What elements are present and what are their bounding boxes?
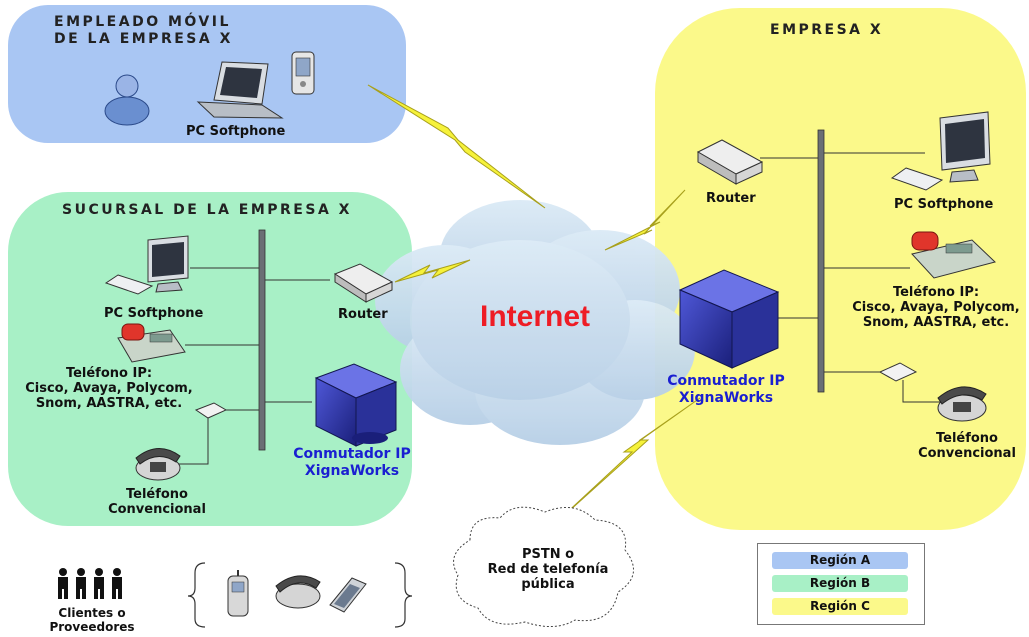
branch-conventional-phone-label-line2: Convencional xyxy=(108,502,206,517)
company-switch-label-line2: XignaWorks xyxy=(678,390,774,406)
branch-conventional-phone-icon xyxy=(135,448,181,481)
branch-conventional-phone-label: Teléfono Convencional xyxy=(102,487,212,517)
company-pc-icon xyxy=(890,111,991,191)
branch-switch-label-line2: XignaWorks xyxy=(304,463,400,479)
branch-adapter-icon xyxy=(194,402,228,419)
branch-ip-phone-icon xyxy=(117,323,186,363)
company-router-icon xyxy=(696,139,764,185)
lightning-bolt-mobile xyxy=(367,84,546,209)
branch-switch-label-line1: Conmutador IP xyxy=(293,446,411,462)
pstn-cloud xyxy=(453,506,634,627)
clients-people-icon xyxy=(58,568,122,599)
company-adapter-icon xyxy=(878,362,918,382)
branch-pc-label: PC Softphone xyxy=(104,306,204,321)
legend-region-a: Región A xyxy=(772,552,908,569)
lightning-bolt-branch-router xyxy=(394,259,471,283)
company-ip-phone-label-line1: Teléfono IP: xyxy=(892,285,980,300)
pda-icon xyxy=(291,51,315,95)
company-conventional-phone-label-line1: Teléfono xyxy=(935,431,998,446)
flip-phone-icon xyxy=(329,577,367,613)
legend-region-b: Región B xyxy=(772,575,908,592)
region-b-background xyxy=(8,192,412,526)
branch-switch-server-icon xyxy=(314,363,398,447)
legend: Región A Región B Región C xyxy=(757,543,925,625)
clients-label: Clientes o Proveedores xyxy=(40,606,144,634)
company-conventional-phone-icon xyxy=(937,386,987,422)
pstn-label-line2: Red de telefonía xyxy=(487,562,609,577)
company-ip-phone-label: Teléfono IP: Cisco, Avaya, Polycom, Snom… xyxy=(846,285,1026,330)
pstn-label-line3: pública xyxy=(521,577,575,592)
internet-label: Internet xyxy=(480,300,591,333)
branch-network-bus xyxy=(258,229,266,451)
user-icon xyxy=(104,74,150,126)
region-b-title: SUCURSAL DE LA EMPRESA X xyxy=(62,202,352,218)
company-switch-label: Conmutador IP XignaWorks xyxy=(658,373,794,407)
company-connections xyxy=(760,152,940,403)
company-router-label: Router xyxy=(706,191,756,206)
mobile-phone-icon xyxy=(227,570,249,617)
branch-switch-label: Conmutador IP XignaWorks xyxy=(284,446,420,480)
right-brace xyxy=(394,562,413,628)
region-c-title: EMPRESA X xyxy=(770,22,884,38)
region-c-background xyxy=(655,8,1026,530)
clients-label-line1: Clientes o xyxy=(58,606,126,620)
branch-router-label: Router xyxy=(338,307,388,322)
company-ip-phone-label-line2: Cisco, Avaya, Polycom, xyxy=(852,300,1020,315)
company-conventional-phone-label-line2: Convencional xyxy=(918,446,1016,461)
mobile-pc-label: PC Softphone xyxy=(186,124,286,139)
branch-connections xyxy=(178,267,330,465)
region-a-title-line2: DE LA EMPRESA X xyxy=(54,31,233,47)
company-pc-label: PC Softphone xyxy=(894,197,994,212)
company-switch-server-icon xyxy=(678,269,780,369)
internet-cloud xyxy=(375,200,695,445)
branch-router-icon xyxy=(333,263,394,303)
region-a-title-line1: EMPLEADO MÓVIL xyxy=(54,14,231,30)
legend-region-c: Región C xyxy=(772,598,908,615)
left-brace xyxy=(187,562,206,628)
pstn-label: PSTN o Red de telefonía pública xyxy=(478,547,618,592)
branch-conventional-phone-label-line1: Teléfono xyxy=(125,487,188,502)
branch-pc-icon xyxy=(104,235,189,295)
desk-phone-icon xyxy=(275,575,321,609)
branch-ip-phone-label-line3: Snom, AASTRA, etc. xyxy=(35,396,183,411)
clients-label-line2: Proveedores xyxy=(49,620,135,634)
company-conventional-phone-label: Teléfono Convencional xyxy=(912,431,1022,461)
company-switch-label-line1: Conmutador IP xyxy=(667,373,785,389)
lightning-bolt-company-router xyxy=(604,189,686,251)
pstn-label-line1: PSTN o xyxy=(521,547,575,562)
branch-ip-phone-label-line1: Teléfono IP: xyxy=(65,366,153,381)
company-network-bus xyxy=(817,129,825,393)
laptop-icon xyxy=(196,61,284,119)
company-ip-phone-icon xyxy=(911,231,996,279)
company-ip-phone-label-line3: Snom, AASTRA, etc. xyxy=(862,315,1010,330)
branch-ip-phone-label-line2: Cisco, Avaya, Polycom, xyxy=(25,381,193,396)
branch-ip-phone-label: Teléfono IP: Cisco, Avaya, Polycom, Snom… xyxy=(24,366,194,411)
